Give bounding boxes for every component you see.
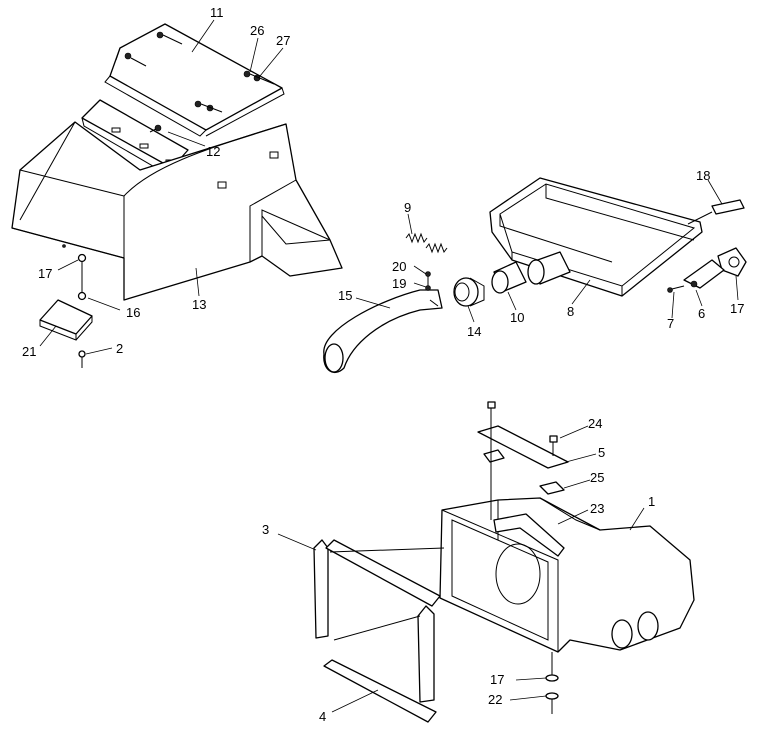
mounting-bolts	[124, 31, 275, 113]
washer-17-16	[77, 253, 87, 301]
callout-8: 8	[567, 304, 574, 319]
callout-7: 7	[667, 316, 674, 331]
callout-18: 17	[730, 301, 744, 316]
callout-15: 15	[338, 288, 352, 303]
callout-9: 9	[404, 200, 411, 215]
callout-14: 14	[467, 324, 481, 339]
screw-2	[78, 350, 86, 368]
housing-1	[439, 497, 695, 653]
callout-24: 23	[590, 501, 604, 516]
bolt-25	[487, 401, 558, 520]
washer-17-23	[545, 652, 559, 714]
clip-21-20	[425, 271, 431, 291]
callout-22: 21	[22, 344, 36, 359]
springs-9	[405, 232, 448, 254]
pad-top	[483, 449, 505, 463]
callout-28: 27	[276, 33, 290, 48]
hood-shroud-13	[11, 121, 343, 301]
stud-19	[687, 199, 745, 225]
angle-bracket-22	[39, 299, 93, 341]
callout-17-top: 17	[38, 266, 52, 281]
callout-27: 26	[250, 23, 264, 38]
callout-12: 12	[206, 144, 220, 159]
inlet-pipe	[527, 251, 571, 285]
callout-3: 3	[262, 522, 269, 537]
callout-21: 20	[392, 259, 406, 274]
tailpipe-15	[323, 289, 443, 373]
callout-16: 16	[126, 305, 140, 320]
callout-1: 1	[648, 494, 655, 509]
callout-6: 6	[698, 306, 705, 321]
callout-labels: 11 26 27 12 13 17 16 21 2 9 20 19 15 14 …	[22, 5, 744, 724]
callout-17-bottom: 17	[490, 672, 504, 687]
callout-11: 11	[210, 5, 224, 20]
bracket-6-7	[667, 259, 725, 293]
flange-14	[453, 277, 485, 307]
pad-26	[539, 481, 565, 495]
callout-10: 10	[510, 310, 524, 325]
leader-lines	[39, 19, 739, 713]
callout-26: 25	[590, 470, 604, 485]
bracket-plate	[81, 99, 189, 177]
cover-plate-11	[104, 23, 285, 137]
callout-13: 13	[192, 297, 206, 312]
frame-bars-3-4	[313, 539, 445, 723]
coupling-10	[491, 261, 527, 294]
callout-20: 19	[392, 276, 406, 291]
callout-25: 24	[588, 416, 602, 431]
callout-5: 5	[598, 445, 605, 460]
callout-4: 4	[319, 709, 326, 724]
rail-24	[493, 513, 565, 557]
callout-2: 2	[116, 341, 123, 356]
callout-19: 18	[696, 168, 710, 183]
callout-23: 22	[488, 692, 502, 707]
